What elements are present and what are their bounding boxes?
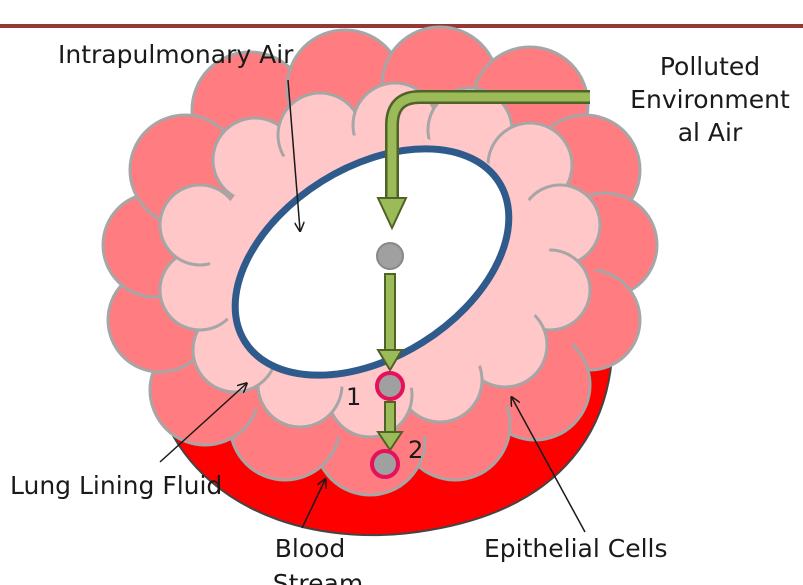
label-polluted-air-line1: Polluted xyxy=(660,52,760,81)
marker-2-label: 2 xyxy=(408,436,423,464)
label-blood-stream-line2: Stream xyxy=(273,569,363,585)
label-polluted-air-line2: Environment xyxy=(630,85,790,114)
marker-1-label: 1 xyxy=(346,383,361,411)
particle-airborne xyxy=(377,243,403,269)
top-rule xyxy=(0,24,803,28)
label-polluted-air-line3: al Air xyxy=(678,118,743,147)
particle-in-lining-fluid xyxy=(377,373,403,399)
label-lung-lining-fluid: Lung Lining Fluid xyxy=(10,471,222,500)
particle-in-blood xyxy=(372,451,398,477)
label-epithelial-cells: Epithelial Cells xyxy=(484,534,668,563)
label-blood-stream-line1: Blood xyxy=(275,534,346,563)
label-intrapulmonary-air: Intrapulmonary Air xyxy=(58,40,294,69)
